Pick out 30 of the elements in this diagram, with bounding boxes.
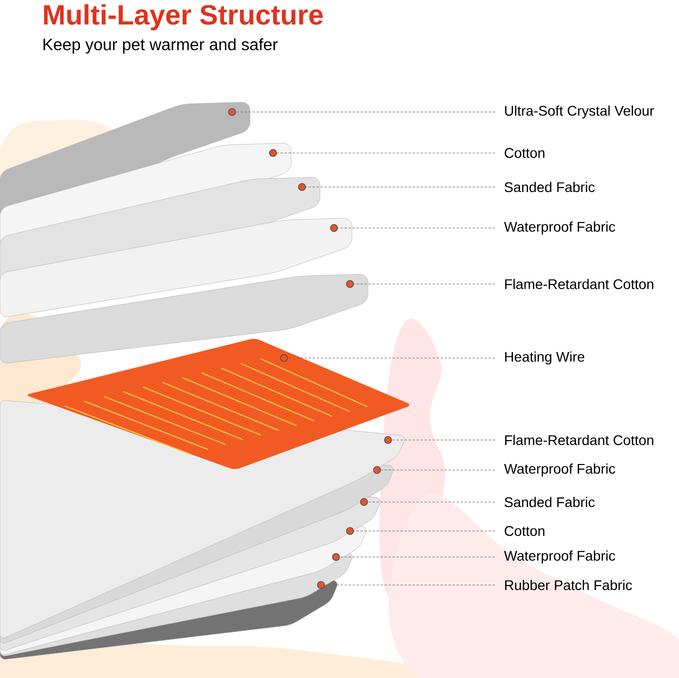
layer-label: Sanded Fabric xyxy=(504,496,595,508)
marker-dot xyxy=(332,553,340,561)
layer-label: Cotton xyxy=(504,148,544,158)
marker-dot xyxy=(346,280,354,288)
marker-dot xyxy=(298,183,306,191)
title: Multi-Layer Structure xyxy=(44,4,323,30)
marker-dot xyxy=(360,498,368,506)
layer-label: Ultra-Soft Crystal Velour xyxy=(505,105,654,119)
marker-dot xyxy=(269,149,277,157)
layer-label: Flame-Retardant Cotton xyxy=(505,278,654,290)
layer-label: Rubber Patch Fabric xyxy=(505,580,632,590)
marker-dot xyxy=(373,466,381,474)
leader-line xyxy=(340,556,496,558)
subtitle: Keep your pet warmer and safer xyxy=(44,38,278,54)
layer-label: Waterproof Fabric xyxy=(504,463,616,477)
marker-dot xyxy=(228,108,236,116)
layer-label: Flame-Retardant Cotton xyxy=(505,434,654,446)
layer-label: Cotton xyxy=(504,526,544,536)
layer-label: Sanded Fabric xyxy=(504,182,595,192)
marker-dot xyxy=(330,224,338,232)
layer-label: Heating Wire xyxy=(505,351,584,365)
marker-dot xyxy=(346,527,354,535)
marker-dot xyxy=(317,581,325,589)
layer-label: Waterproof Fabric xyxy=(504,221,616,235)
marker-dot xyxy=(384,436,392,444)
leader-line xyxy=(306,186,496,188)
layer-label: Waterproof Fabric xyxy=(504,550,616,564)
leader-line xyxy=(276,152,496,154)
leader-line xyxy=(354,530,496,532)
marker-dot xyxy=(280,354,288,362)
